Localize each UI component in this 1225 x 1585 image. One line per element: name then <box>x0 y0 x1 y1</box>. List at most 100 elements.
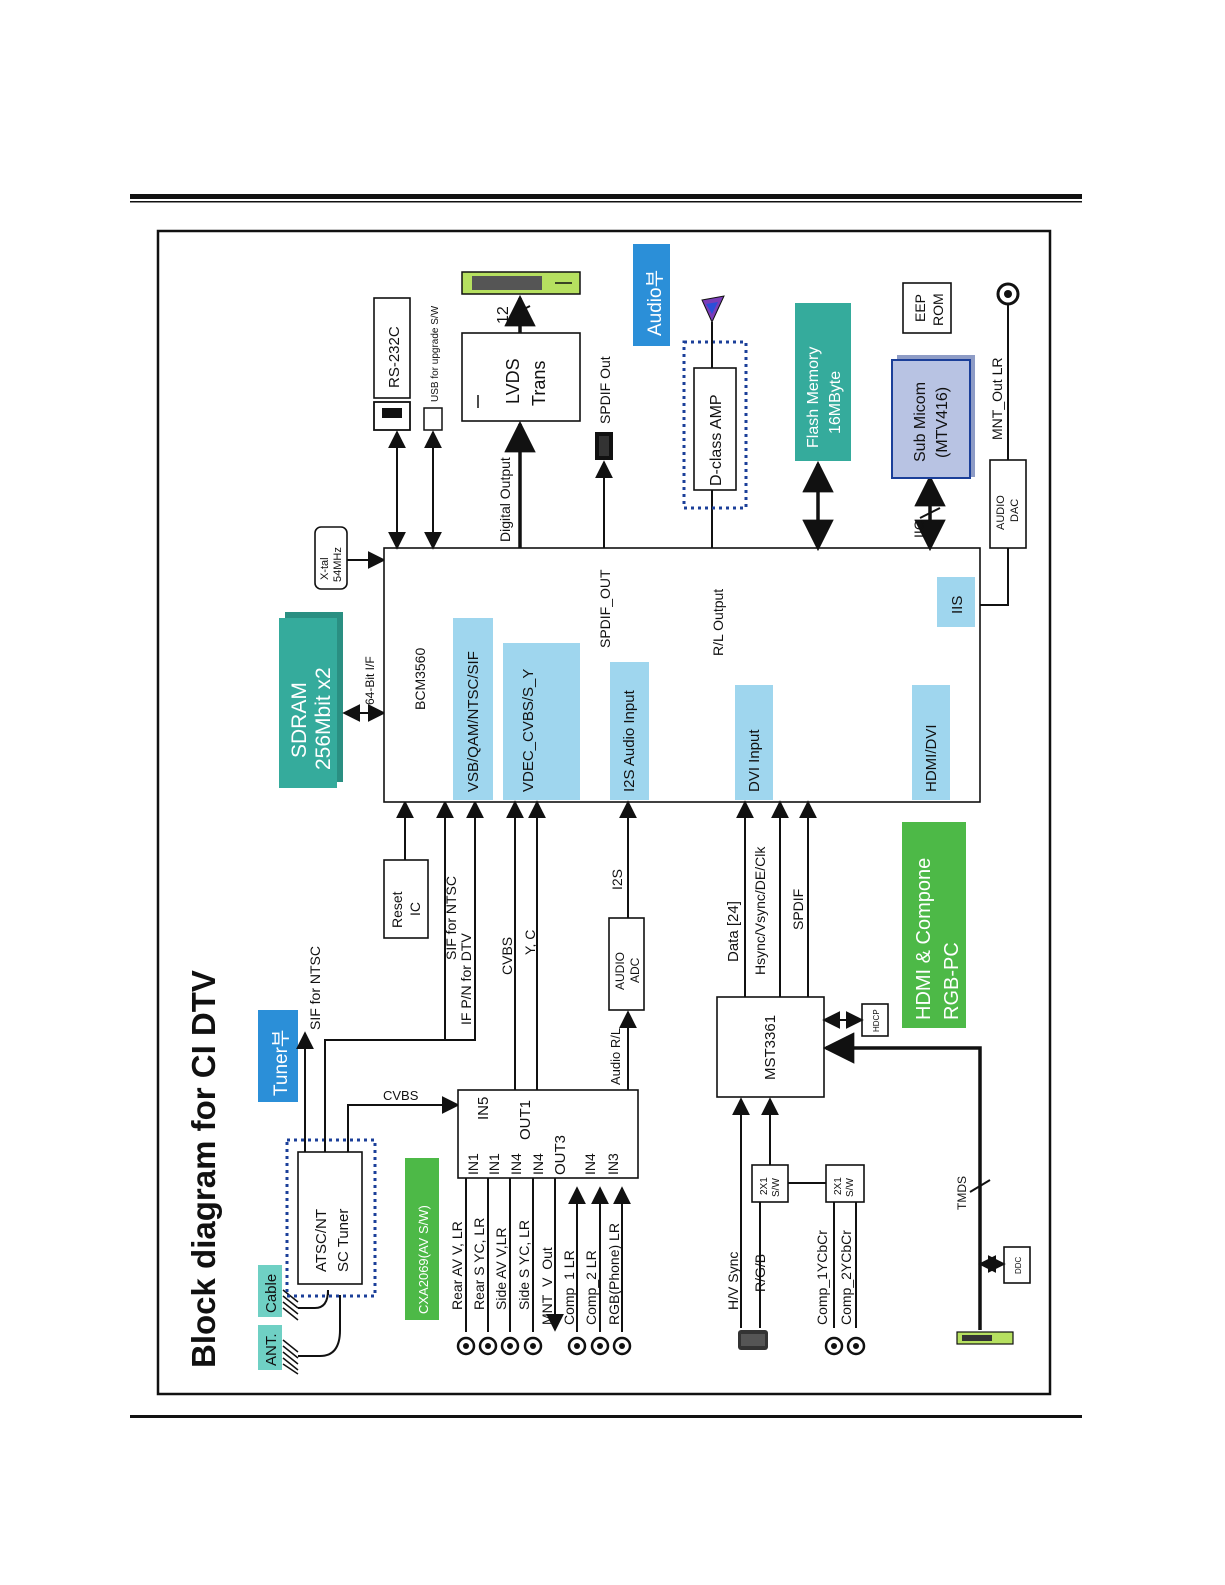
svg-text:Tuner부: Tuner부 <box>271 1030 292 1096</box>
comp1-label: Comp_1YCbCr <box>814 1230 830 1325</box>
mnt-out-label: MNT_Out LR <box>989 358 1005 440</box>
svg-text:16MByte: 16MByte <box>827 371 844 434</box>
input-comp2: Comp_2 LR <box>583 1250 599 1325</box>
svg-text:CXA2069(AV S/W): CXA2069(AV S/W) <box>416 1205 431 1314</box>
svg-text:VSB/QAM/NTSC/SIF: VSB/QAM/NTSC/SIF <box>465 651 482 792</box>
input-comp1: Comp_1 LR <box>561 1250 577 1325</box>
antenna-wire-1 <box>298 1295 341 1357</box>
flash-memory-block: Flash Memory 16MByte <box>795 303 851 461</box>
comp2-label: Comp_2YCbCr <box>838 1230 854 1325</box>
reset-ic-block: Reset IC <box>383 859 429 939</box>
input-rgb-phone: RGB(Phone) LR <box>606 1223 622 1325</box>
svg-text:DDC: DDC <box>1014 1256 1023 1274</box>
input-lines <box>465 1178 631 1332</box>
antenna-wire-2 <box>298 1289 329 1309</box>
hsync-label: Hsync/Vsync/DE/Clk <box>752 846 768 975</box>
svg-text:D-class AMP: D-class AMP <box>708 394 725 486</box>
svg-text:256Mbit x2: 256Mbit x2 <box>312 667 335 770</box>
rl-output-label: R/L Output <box>710 589 726 656</box>
xtal-block: X-tal 54MHz <box>314 526 348 590</box>
iic-label: IIC <box>911 520 927 538</box>
svg-text:IN4: IN4 <box>530 1153 546 1175</box>
antenna-ant-label: ANT. <box>258 1325 282 1370</box>
cxa-tag: CXA2069(AV S/W) <box>405 1158 439 1320</box>
input-rear-av: Rear AV V, LR <box>449 1221 465 1310</box>
tuner-dotted-frame <box>285 1138 377 1298</box>
rs232-connector-icon <box>373 401 411 431</box>
submicom-block: Sub Micom (MTV416) <box>891 355 975 479</box>
svg-text:S/W: S/W <box>845 1178 856 1197</box>
yc-label: Y, C <box>522 930 538 955</box>
bcm-vdec-section: VDEC_CVBS/S_Y <box>503 643 580 800</box>
spdif-out-label: SPDIF Out <box>597 356 613 424</box>
input-rear-s: Rear S YC, LR <box>471 1218 487 1310</box>
svg-text:I2S Audio Input: I2S Audio Input <box>621 689 638 792</box>
svg-text:(MTV416): (MTV416) <box>934 387 951 458</box>
bcm-iis-section: IIS <box>937 577 975 627</box>
spdif-connector-icon <box>595 432 613 460</box>
sdram-bus-label: 64-Bit I/F <box>363 656 377 705</box>
footer-rule <box>130 1415 1082 1418</box>
svg-text:S/W: S/W <box>771 1178 782 1197</box>
svg-text:2X1: 2X1 <box>833 1177 844 1195</box>
svg-text:IIS: IIS <box>949 596 966 614</box>
vga-connector-icon <box>738 1330 768 1350</box>
tuner-if-line <box>324 800 484 1152</box>
svg-text:IN5: IN5 <box>475 1097 492 1120</box>
tuner-cvbs-line <box>347 1096 460 1152</box>
input-side-s: Side S YC, LR <box>516 1220 532 1310</box>
svg-text:ANT.: ANT. <box>263 1333 280 1366</box>
dclass-dotted-frame <box>682 340 748 510</box>
sif-ntsc-top-label: SIF for NTSC <box>307 946 323 1030</box>
svg-text:ATSC/NT: ATSC/NT <box>313 1209 330 1272</box>
audio-adc-block: AUDIO ADC <box>608 917 645 1011</box>
rs232-block: RS-232C <box>373 297 411 399</box>
antenna-cable-label: Cable <box>258 1265 282 1317</box>
av-switch-block: IN5 OUT1 OUT3 IN1 IN1 IN4 IN4 IN4 IN3 <box>457 1089 639 1179</box>
diagram-frame <box>156 229 1052 1396</box>
svg-text:IN1: IN1 <box>465 1153 481 1175</box>
svg-text:LVDS: LVDS <box>503 358 523 404</box>
bcm-dvi-section: DVI Input <box>735 685 773 800</box>
svg-text:OUT1: OUT1 <box>517 1100 534 1140</box>
data24-label: Data [24] <box>725 901 742 962</box>
input-jacks <box>456 1336 632 1356</box>
svg-text:AUDIO: AUDIO <box>995 495 1007 530</box>
if-pn-label: IF P/N for DTV <box>458 933 474 1025</box>
spdif-out-bus-label: SPDIF_OUT <box>597 569 613 648</box>
iis-to-dac-line <box>980 548 1009 606</box>
eeprom-block: EEP ROM <box>902 282 952 334</box>
audio-dac-block: AUDIO DAC <box>989 459 1027 549</box>
svg-text:ROM: ROM <box>930 293 946 326</box>
svg-text:IN3: IN3 <box>605 1153 621 1175</box>
svg-text:HDMI/DVI: HDMI/DVI <box>923 725 940 793</box>
svg-text:DAC: DAC <box>1009 499 1021 522</box>
lvds-block: LVDS Trans <box>461 332 581 422</box>
svg-text:EEP: EEP <box>912 294 928 322</box>
input-mnt-v-out: MNT_V_Out <box>539 1247 555 1325</box>
digital-output-label: Digital Output <box>497 457 513 542</box>
svg-text:IC: IC <box>407 902 423 916</box>
bcm3560-label: BCM3560 <box>412 648 428 710</box>
svg-text:IN1: IN1 <box>486 1153 502 1175</box>
svg-text:Cable: Cable <box>263 1274 280 1313</box>
ddc-block: DDC <box>1003 1246 1031 1284</box>
input-labels: Rear AV V, LR Rear S YC, LR Side AV V,LR… <box>449 1218 622 1325</box>
header-rule-thin <box>130 201 1082 203</box>
svg-text:Trans: Trans <box>529 361 549 406</box>
bcm-i2s-section: I2S Audio Input <box>610 662 649 800</box>
tuner-block: ATSC/NT SC Tuner <box>297 1151 363 1285</box>
lcd-panel-connector-icon <box>461 271 581 295</box>
svg-text:VDEC_CVBS/S_Y: VDEC_CVBS/S_Y <box>520 669 537 792</box>
svg-text:IN4: IN4 <box>508 1153 524 1175</box>
svg-text:MST3361: MST3361 <box>762 1015 779 1080</box>
svg-text:RS-232C: RS-232C <box>386 326 403 388</box>
dclass-amp-block: D-class AMP <box>693 367 737 491</box>
hdcp-block: HDCP <box>861 1003 889 1037</box>
audio-tag: Audio부 <box>633 244 670 346</box>
svg-text:Reset: Reset <box>389 891 405 928</box>
svg-text:54MHz: 54MHz <box>332 547 344 582</box>
input-side-av: Side AV V,LR <box>493 1227 509 1310</box>
sdram-block: SDRAM 256Mbit x2 <box>279 612 343 788</box>
sw2-block: 2X1 S/W <box>825 1164 865 1203</box>
